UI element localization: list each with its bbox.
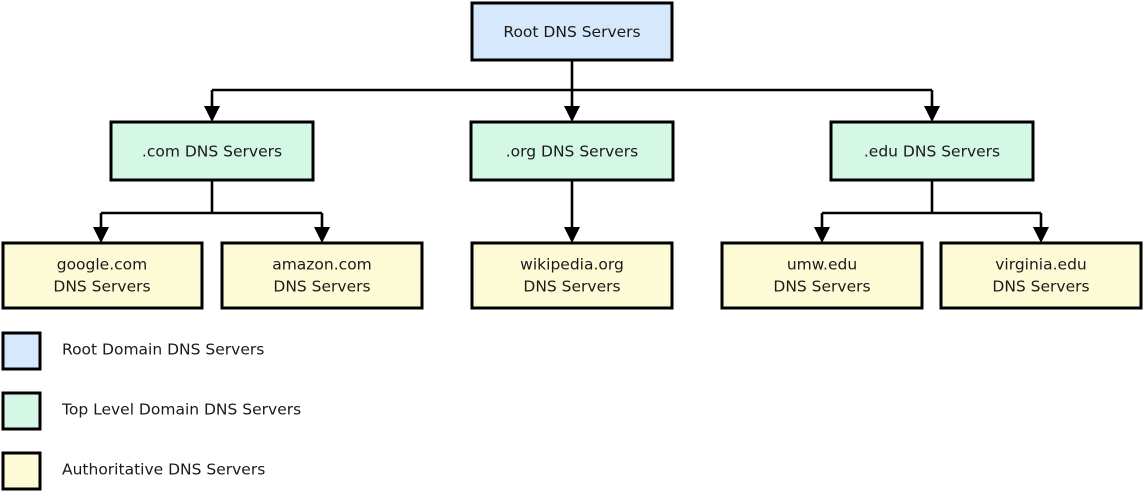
- node-amazon-box[interactable]: [220, 241, 424, 310]
- arrowhead-com-to-amazon: [314, 227, 330, 243]
- node-com-box[interactable]: [109, 120, 315, 182]
- node-root-dns-servers[interactable]: Root DNS Servers: [470, 1, 674, 62]
- node-umw-box[interactable]: [720, 241, 924, 310]
- node-google-label-line1: google.com: [57, 256, 148, 274]
- legend-swatch-authoritative: [1, 451, 42, 491]
- legend-item-top-level-domain: Top Level Domain DNS Servers: [1, 391, 301, 431]
- arrowhead-edu-to-virginia: [1033, 227, 1049, 243]
- arrowhead-org-to-wikipedia: [564, 227, 580, 243]
- node-virginia-box[interactable]: [939, 241, 1143, 310]
- arrowhead-root-to-edu: [924, 106, 940, 122]
- node-edu-box[interactable]: [829, 120, 1035, 182]
- node-edu-label: .edu DNS Servers: [864, 143, 1000, 161]
- legend-item-authoritative: Authoritative DNS Servers: [1, 451, 265, 491]
- node-wikipedia-box[interactable]: [470, 241, 674, 310]
- node-org-label: .org DNS Servers: [506, 143, 638, 161]
- connector-group-org-to-children: [564, 181, 580, 243]
- arrowhead-edu-to-umw: [814, 227, 830, 243]
- node-umw-label-line2: DNS Servers: [773, 278, 870, 296]
- node-org-dns-servers[interactable]: .org DNS Servers: [469, 120, 675, 182]
- node-amazon-label-line1: amazon.com: [272, 256, 372, 274]
- legend-item-root-domain: Root Domain DNS Servers: [1, 331, 264, 371]
- connector-group-root-to-tld: [204, 60, 940, 122]
- connector-group-com-to-children: [93, 181, 330, 243]
- node-amazon-label-line2: DNS Servers: [273, 278, 370, 296]
- node-virginia-label-line1: virginia.edu: [995, 256, 1086, 274]
- legend-label-authoritative: Authoritative DNS Servers: [62, 461, 265, 479]
- legend-label-top-level-domain: Top Level Domain DNS Servers: [61, 401, 301, 419]
- arrowhead-com-to-google: [93, 227, 109, 243]
- node-wikipedia-org-dns-servers[interactable]: wikipedia.org DNS Servers: [470, 241, 674, 310]
- node-root-label: Root DNS Servers: [503, 23, 640, 41]
- node-com-label: .com DNS Servers: [142, 143, 282, 161]
- node-umw-edu-dns-servers[interactable]: umw.edu DNS Servers: [720, 241, 924, 310]
- node-wikipedia-label-line2: DNS Servers: [523, 278, 620, 296]
- legend-swatch-top-level-domain: [1, 391, 42, 431]
- node-google-label-line2: DNS Servers: [53, 278, 150, 296]
- node-com-dns-servers[interactable]: .com DNS Servers: [109, 120, 315, 182]
- connector-group-edu-to-children: [814, 181, 1049, 243]
- node-virginia-edu-dns-servers[interactable]: virginia.edu DNS Servers: [939, 241, 1143, 310]
- legend-label-root-domain: Root Domain DNS Servers: [62, 341, 264, 359]
- legend-swatch-root-domain: [1, 331, 42, 371]
- node-google-com-dns-servers[interactable]: google.com DNS Servers: [1, 241, 204, 310]
- arrowhead-root-to-org: [564, 106, 580, 122]
- node-virginia-label-line2: DNS Servers: [992, 278, 1089, 296]
- node-wikipedia-label-line1: wikipedia.org: [520, 256, 624, 274]
- legend: Root Domain DNS Servers Top Level Domain…: [1, 331, 301, 491]
- node-umw-label-line1: umw.edu: [787, 256, 857, 274]
- node-root-box[interactable]: [470, 1, 674, 62]
- node-edu-dns-servers[interactable]: .edu DNS Servers: [829, 120, 1035, 182]
- node-amazon-com-dns-servers[interactable]: amazon.com DNS Servers: [220, 241, 424, 310]
- node-org-box[interactable]: [469, 120, 675, 182]
- arrowhead-root-to-com: [204, 106, 220, 122]
- node-google-box[interactable]: [1, 241, 204, 310]
